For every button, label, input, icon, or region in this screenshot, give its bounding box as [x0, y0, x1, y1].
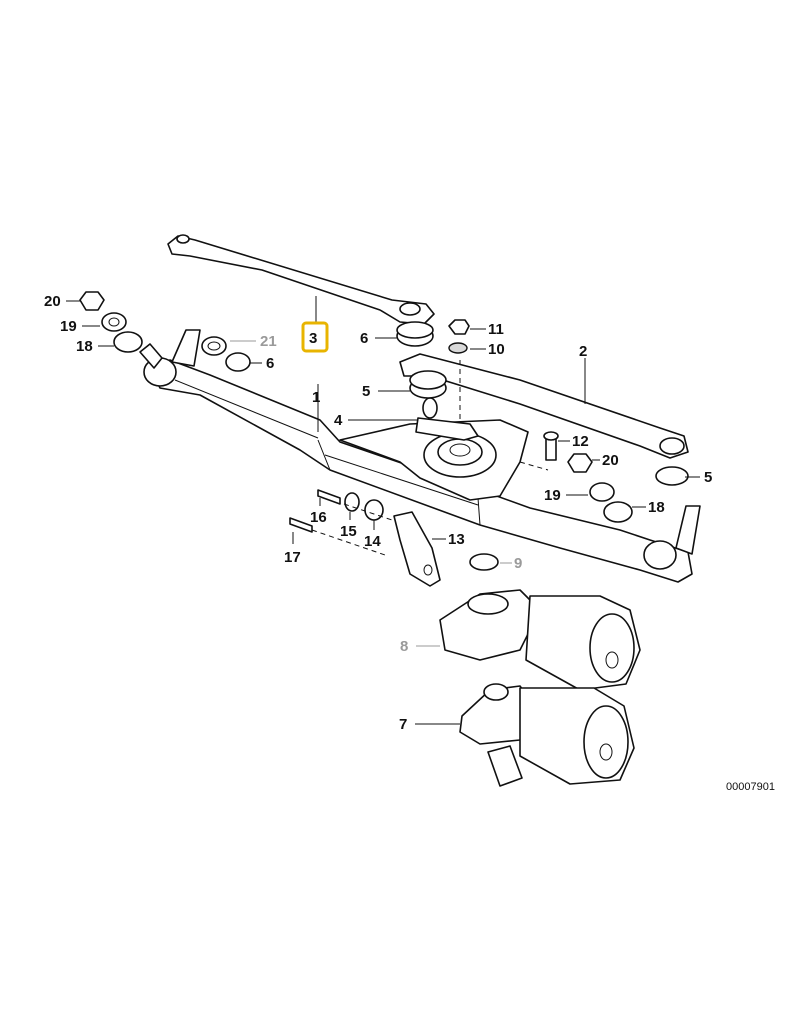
callout-18-right: 18 — [648, 499, 665, 516]
callout-3-highlight-box — [301, 321, 329, 353]
callout-7: 7 — [399, 716, 407, 733]
callout-1: 1 — [312, 389, 320, 406]
wiper-linkage-artwork — [79, 234, 701, 787]
wiper-motor-upper — [439, 589, 641, 691]
callout-labels: 1 2 3 4 5 5 6 6 7 8 9 10 11 12 13 14 15 … — [44, 293, 775, 793]
leader-lines — [66, 296, 700, 725]
callout-5-left: 5 — [362, 383, 370, 400]
right-hardware-stack — [543, 431, 689, 523]
bracket-hardware — [289, 489, 441, 587]
callout-18-left: 18 — [76, 338, 93, 355]
motor-grommet — [469, 553, 499, 571]
push-rod-upper — [167, 234, 435, 325]
linkage-mounting-plate — [339, 360, 549, 501]
callout-6-upper: 6 — [360, 330, 368, 347]
callout-15: 15 — [340, 523, 357, 540]
callout-14: 14 — [364, 533, 381, 550]
rubber-bushings-upper — [396, 319, 470, 399]
callout-2: 2 — [579, 343, 587, 360]
callout-6-left: 6 — [266, 355, 274, 372]
diagram-reference-code: 00007901 — [726, 781, 775, 793]
callout-8: 8 — [400, 638, 408, 655]
wiper-motor-lower — [459, 683, 635, 787]
callout-4: 4 — [334, 412, 343, 429]
callout-13: 13 — [448, 531, 465, 548]
callout-9: 9 — [514, 555, 522, 572]
callout-17: 17 — [284, 549, 301, 566]
callout-20-right: 20 — [602, 452, 619, 469]
callout-20-left: 20 — [44, 293, 61, 310]
callout-11: 11 — [488, 321, 504, 338]
callout-5-right: 5 — [704, 469, 712, 486]
left-hardware-stack — [79, 291, 251, 372]
callout-10: 10 — [488, 341, 505, 358]
callout-3[interactable]: 3 — [309, 330, 317, 347]
callout-21: 21 — [260, 333, 277, 350]
callout-12: 12 — [572, 433, 589, 450]
pivot-crank — [415, 397, 479, 441]
callout-16: 16 — [310, 509, 327, 526]
callout-19-right: 19 — [544, 487, 561, 504]
callout-19-left: 19 — [60, 318, 77, 335]
